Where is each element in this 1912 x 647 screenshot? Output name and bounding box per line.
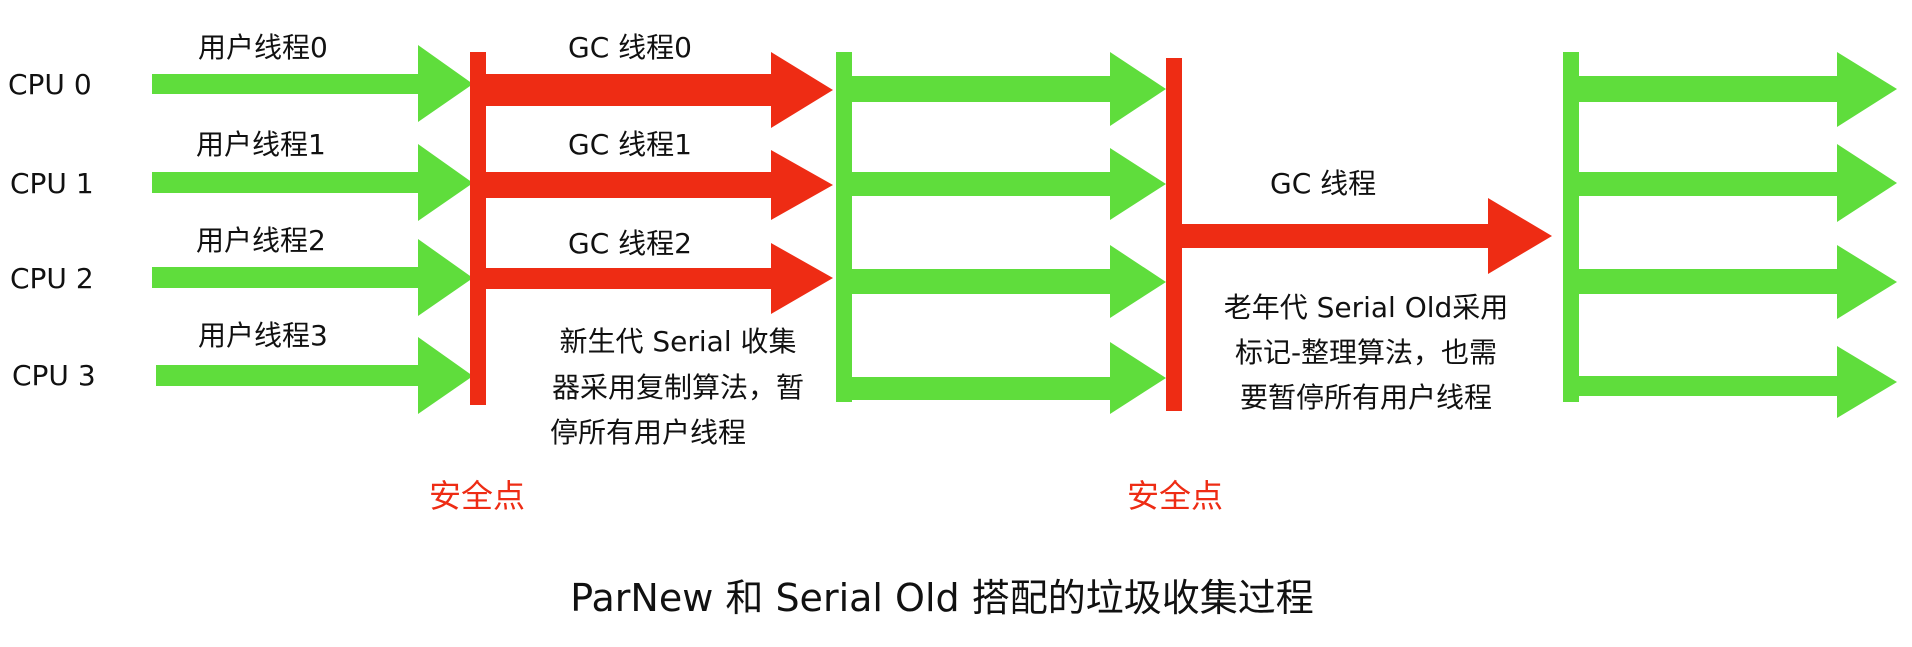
user-thread-0-arrow-final: [1570, 52, 1897, 127]
user-thread-label-2: 用户线程2: [196, 224, 326, 257]
old-gc-thread-arrow: [1182, 198, 1552, 274]
user-thread-label-0: 用户线程0: [198, 31, 328, 64]
user-thread-1-arrow-final: [1570, 144, 1897, 222]
user-thread-3-arrow-resumed: [840, 342, 1166, 414]
user-thread-labels: 用户线程0 用户线程1 用户线程2 用户线程3: [196, 31, 328, 352]
safepoint-label-1: 安全点: [429, 477, 525, 515]
gc-thread-1-arrow: [478, 150, 833, 220]
resume-bar-2: [1563, 52, 1579, 402]
old-gc-description-line-0: 老年代 Serial Old采用: [1224, 291, 1509, 324]
user-thread-label-3: 用户线程3: [198, 319, 328, 352]
user-thread-1-arrow: [152, 144, 473, 221]
gc-thread-0-arrow: [478, 52, 833, 128]
young-gc-arrows: [478, 52, 833, 314]
user-arrows-stage-3: [1563, 52, 1897, 418]
gc-thread-2-arrow: [478, 243, 833, 314]
user-thread-2-arrow-final: [1570, 245, 1897, 319]
user-thread-2-arrow-resumed: [840, 245, 1166, 318]
user-thread-1-arrow-resumed: [840, 148, 1166, 220]
user-arrows-stage-2: [836, 52, 1166, 414]
young-gc-labels: GC 线程0 GC 线程1 GC 线程2: [568, 31, 692, 260]
old-gc-description: 老年代 Serial Old采用 标记-整理算法，也需 要暂停所有用户线程: [1224, 291, 1509, 414]
old-gc-description-line-1: 标记-整理算法，也需: [1235, 336, 1497, 369]
gc-thread-label-1: GC 线程1: [568, 128, 692, 161]
user-thread-3-arrow: [156, 337, 473, 414]
old-gc-thread-label: GC 线程: [1270, 167, 1376, 200]
young-gc-description-line-0: 新生代 Serial 收集: [559, 325, 796, 358]
user-thread-2-arrow: [152, 239, 473, 316]
user-arrows-stage-1: [152, 45, 473, 414]
user-thread-0-arrow-resumed: [840, 52, 1166, 126]
user-thread-label-1: 用户线程1: [196, 128, 326, 161]
safepoint-bar-1: [470, 52, 486, 405]
resume-bar-1: [836, 52, 852, 402]
diagram-title: ParNew 和 Serial Old 搭配的垃圾收集过程: [570, 576, 1313, 620]
gc-thread-label-0: GC 线程0: [568, 31, 692, 64]
safepoint-label-2: 安全点: [1127, 477, 1223, 515]
safepoint-labels: 安全点 安全点: [429, 477, 1223, 515]
cpu-label-3: CPU 3: [12, 359, 96, 392]
safepoint-bar-2: [1166, 58, 1182, 411]
user-thread-0-arrow: [152, 45, 473, 122]
old-gc-description-line-2: 要暂停所有用户线程: [1240, 381, 1492, 414]
young-gc-description-line-1: 器采用复制算法，暂: [552, 371, 804, 404]
cpu-label-1: CPU 1: [10, 167, 94, 200]
cpu-labels: CPU 0 CPU 1 CPU 2 CPU 3: [8, 68, 96, 392]
young-gc-description-line-2: 停所有用户线程: [550, 416, 746, 449]
cpu-label-0: CPU 0: [8, 68, 92, 101]
user-thread-3-arrow-final: [1570, 346, 1897, 418]
cpu-label-2: CPU 2: [10, 262, 94, 295]
gc-thread-label-2: GC 线程2: [568, 227, 692, 260]
young-gc-description: 新生代 Serial 收集 器采用复制算法，暂 停所有用户线程: [550, 325, 804, 449]
